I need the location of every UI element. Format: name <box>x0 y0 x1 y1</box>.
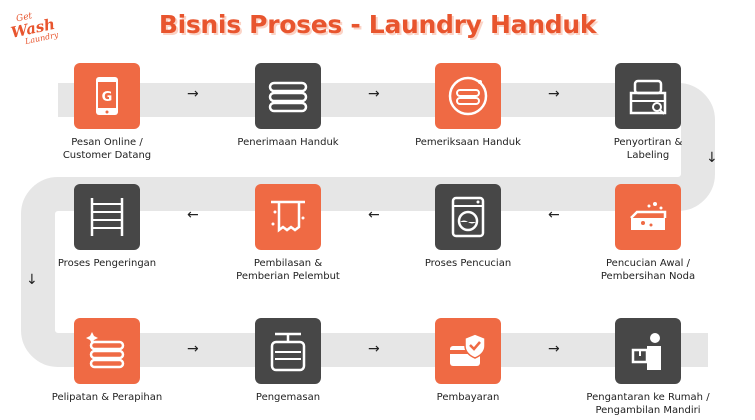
flow-arrow-left: ← <box>187 207 199 223</box>
flow-arrow-left: ← <box>548 207 560 223</box>
step-4: Penyortiran & Labeling <box>563 63 733 162</box>
step-2: Penerimaan Handuk <box>203 63 373 149</box>
step-5: Pencucian Awal / Pembersihan Noda <box>563 184 733 283</box>
sorting-box-icon <box>615 63 681 129</box>
flow-arrow-right: → <box>187 341 199 357</box>
step-3: Pemeriksaan Handuk <box>383 63 553 149</box>
stain-removal-icon <box>615 184 681 250</box>
flow-arrow-right: → <box>187 86 199 102</box>
flow-arrow-right: → <box>368 341 380 357</box>
step-label: Penerimaan Handuk <box>237 137 339 148</box>
step-label: Pembilasan & Pemberian Pelembut <box>236 258 340 282</box>
drying-rack-icon <box>74 184 140 250</box>
washing-machine-icon <box>435 184 501 250</box>
rinse-towel-icon <box>255 184 321 250</box>
svg-text:G: G <box>102 90 113 105</box>
step-label: Pengemasan <box>255 392 321 403</box>
step-10: Pengemasan <box>203 318 373 404</box>
flow-arrow-right: → <box>548 86 560 102</box>
payment-shield-icon <box>435 318 501 384</box>
step-label: Pesan Online / Customer Datang <box>62 137 152 161</box>
step-label: Pencucian Awal / Pembersihan Noda <box>600 258 696 282</box>
step-label: Pembayaran <box>436 392 500 403</box>
phone-store-icon: G <box>74 63 140 129</box>
step-label: Proses Pencucian <box>424 258 512 269</box>
inspection-towel-icon <box>435 63 501 129</box>
process-track <box>21 83 715 367</box>
folded-towels-icon <box>255 63 321 129</box>
flow-arrow-down: ↓ <box>706 150 718 166</box>
step-label: Pengantaran ke Rumah / Pengambilan Mandi… <box>586 392 710 416</box>
step-label: Penyortiran & Labeling <box>613 137 683 161</box>
step-11: Pembayaran <box>383 318 553 404</box>
step-12: Pengantaran ke Rumah / Pengambilan Mandi… <box>563 318 733 417</box>
flow-arrow-down: ↓ <box>26 272 38 288</box>
step-label: Pemeriksaan Handuk <box>415 137 521 148</box>
flow-arrow-right: → <box>368 86 380 102</box>
flow-arrow-left: ← <box>368 207 380 223</box>
step-8: Proses Pengeringan <box>22 184 192 270</box>
step-1: G Pesan Online / Customer Datang <box>22 63 192 162</box>
delivery-person-icon <box>615 318 681 384</box>
step-label: Pelipatan & Perapihan <box>51 392 163 403</box>
folding-stack-icon <box>74 318 140 384</box>
page-title: Bisnis Proses - Laundry Handuk <box>158 10 597 39</box>
step-label: Proses Pengeringan <box>57 258 157 269</box>
flow-arrow-right: → <box>548 341 560 357</box>
step-6: Proses Pencucian <box>383 184 553 270</box>
step-7: Pembilasan & Pemberian Pelembut <box>203 184 373 283</box>
packaging-icon <box>255 318 321 384</box>
step-9: Pelipatan & Perapihan <box>22 318 192 404</box>
